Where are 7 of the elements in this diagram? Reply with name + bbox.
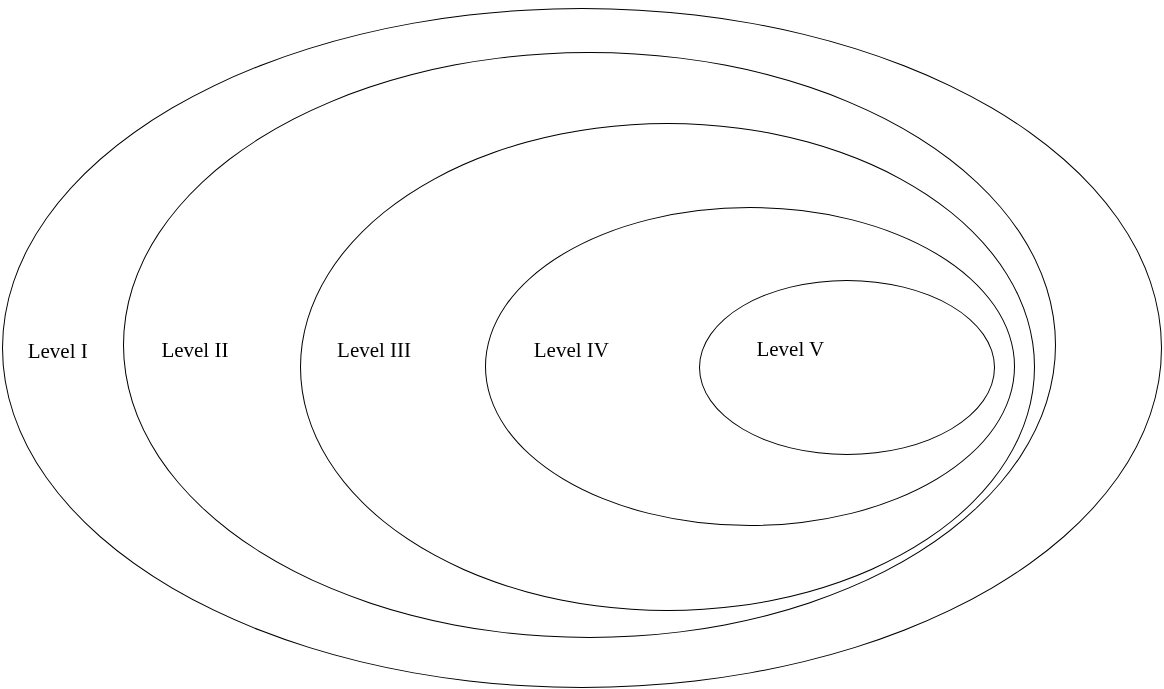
- level-ellipse: [485, 207, 1016, 527]
- level-label: Level I: [27, 338, 88, 363]
- level-ellipse: [698, 279, 995, 455]
- level-label: Level V: [756, 337, 825, 362]
- level-label: Level IV: [533, 337, 609, 362]
- level-label: Level III: [337, 338, 412, 363]
- level-label: Level II: [161, 338, 229, 363]
